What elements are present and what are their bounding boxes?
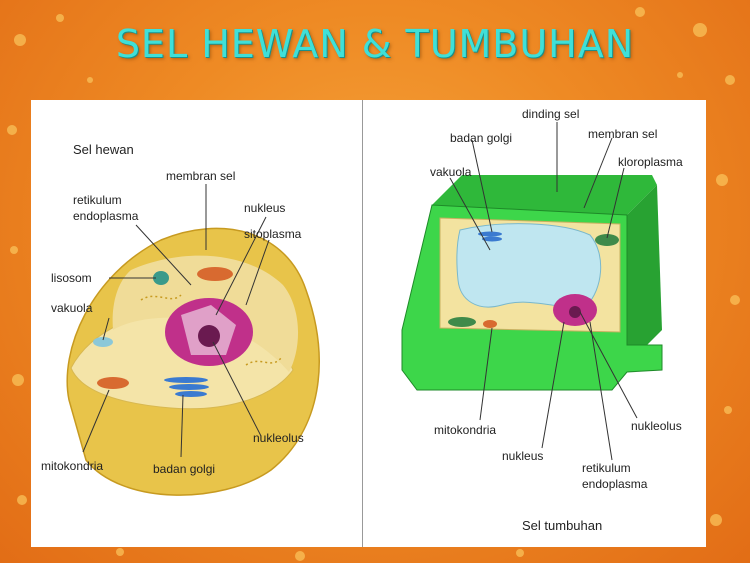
plant-leader-lines — [449, 122, 638, 461]
animal-leader-lines — [82, 184, 270, 458]
label-membran-sel: membran sel — [588, 127, 657, 141]
label-endoplasma: endoplasma — [73, 209, 139, 223]
label-nukleolus: nukleolus — [253, 431, 304, 445]
plant-wall-right-inner — [627, 185, 662, 345]
label-kloroplasma: kloroplasma — [618, 155, 683, 169]
label-endoplasma: endoplasma — [582, 477, 648, 491]
label-sitoplasma: sitoplasma — [244, 227, 302, 241]
animal-nucleolus-shape — [198, 325, 220, 347]
label-retikulum: retikulum — [73, 193, 122, 207]
label-retikulum: retikulum — [582, 461, 631, 475]
animal-mitochondria-top — [197, 267, 233, 281]
label-vakuola: vakuola — [51, 301, 93, 315]
label-nukleus: nukleus — [244, 201, 285, 215]
label-badan-golgi: badan golgi — [450, 131, 512, 145]
plant-golgi-shape — [478, 231, 502, 242]
label-membran-sel: membran sel — [166, 169, 235, 183]
plant-cell-caption: Sel tumbuhan — [522, 518, 602, 533]
plant-chloroplast-shape-2 — [448, 317, 476, 327]
plant-wall-top — [432, 175, 657, 215]
animal-cell-diagram: Sel hewan — [41, 142, 320, 496]
animal-vacuole-shape — [93, 337, 113, 347]
animal-cell-heading: Sel hewan — [73, 142, 134, 157]
plant-cell-illustration — [401, 175, 663, 391]
label-vakuola: vakuola — [430, 165, 472, 179]
plant-chloroplast-shape — [595, 234, 619, 246]
plant-cell-diagram: dinding sel badan golgi membran sel vaku… — [401, 107, 683, 533]
panel-divider — [362, 100, 363, 547]
label-dinding-sel: dinding sel — [522, 107, 579, 121]
label-nukleus: nukleus — [502, 449, 543, 463]
plant-mitochondria-shape — [483, 320, 497, 328]
plant-nucleolus-shape — [569, 306, 581, 318]
slide-title: SEL HEWAN & TUMBUHAN — [115, 22, 635, 66]
animal-cell-illustration — [66, 227, 320, 496]
label-mitokondria: mitokondria — [434, 423, 496, 437]
label-lisosom: lisosom — [51, 271, 92, 285]
label-badan-golgi: badan golgi — [153, 462, 215, 476]
label-mitokondria: mitokondria — [41, 459, 103, 473]
animal-mitochondria-shape — [97, 377, 129, 389]
diagram-panel: Sel hewan — [31, 100, 706, 547]
animal-lysosome-shape — [153, 271, 169, 285]
animal-er-shape — [140, 294, 282, 366]
label-nukleolus: nukleolus — [631, 419, 682, 433]
